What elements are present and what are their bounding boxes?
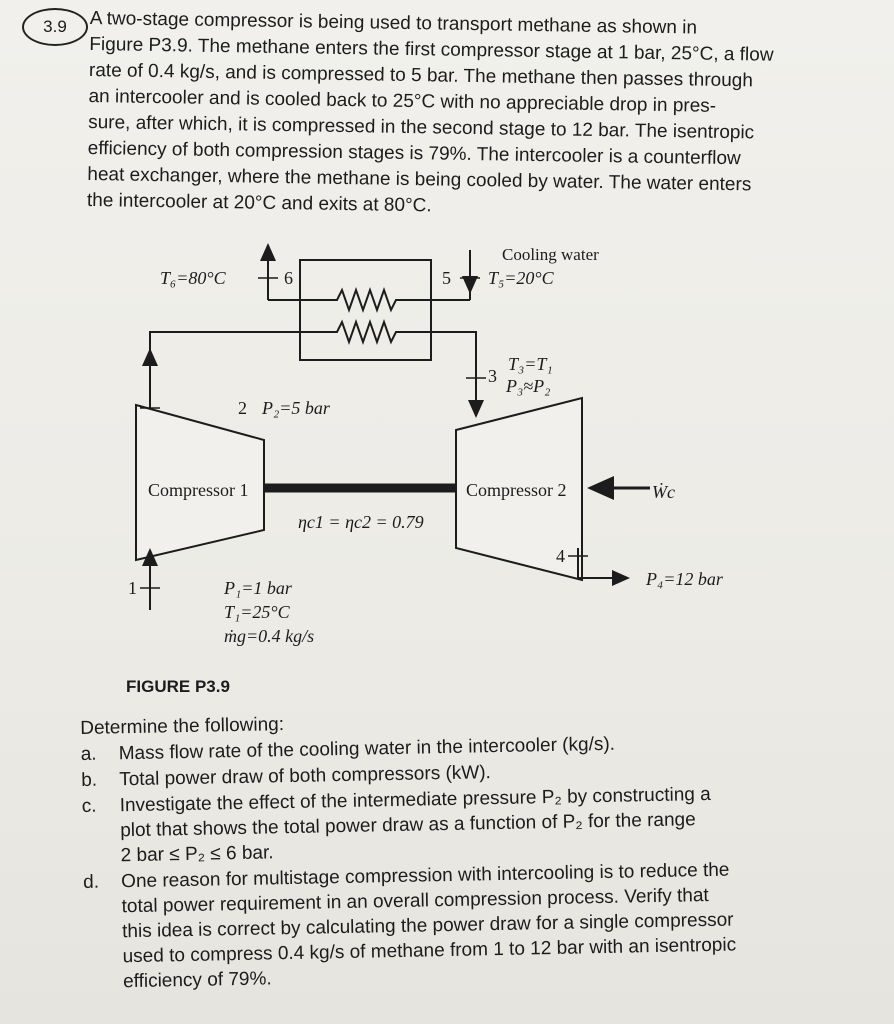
intercooler-box [299,259,432,361]
compressor-diagram: Cooling water T₆=80°C 6 5 T₅=20°C 3 T₃=T… [128,243,724,646]
question-text: Investigate the effect of the intermedia… [119,779,862,868]
methane-pipe-intercooler-to-2 [430,331,484,418]
state-5-number: 5 [442,268,451,288]
state-1-pressure: P₁=1 bar [223,578,293,598]
question-letter: b. [81,769,98,791]
question-item: c. Investigate the effect of the interme… [81,779,862,869]
state-1-number: 1 [128,578,137,598]
question-text: One reason for multistage compression wi… [121,855,865,994]
question-letter: a. [80,743,97,765]
state-2-number: 2 [238,398,247,418]
state-5-temp: T₅=20°C [488,268,555,288]
figure-caption: FIGURE P3.9 [126,677,230,696]
question-letter: c. [81,795,97,817]
state-4-pressure: P₄=12 bar [645,569,724,589]
question-list: Determine the following: a. Mass flow ra… [80,701,865,995]
compressor-2 [455,396,583,582]
state-6-number: 6 [284,268,293,288]
work-label: Ẇc [652,481,675,502]
compressor-1-label: Compressor 1 [148,480,249,500]
problem-number: 3.9 [43,17,67,36]
efficiency-label: ηc1 = ηc2 = 0.79 [298,512,424,532]
compressor-2-label: Compressor 2 [466,480,567,500]
state-3-number: 3 [488,366,497,386]
coil-upper [268,286,470,314]
problem-number-badge: 3.9 [22,8,88,46]
outlet-pipe [577,548,630,586]
state-1-temp: T₁=25°C [224,602,291,622]
state-3-pressure: P₃≈P₂ [505,376,550,396]
problem-statement: A two-stage compressor is being used to … [87,6,835,226]
mass-flow-label: ṁg=0.4 kg/s [224,626,314,646]
compressor-1 [135,403,265,562]
question-letter: d. [82,871,100,893]
question-item: d. One reason for multistage compression… [83,855,865,995]
state-6-temp: T₆=80°C [160,268,227,288]
state-4-number: 4 [556,546,565,566]
coil-lower [268,318,430,346]
state-3-temp: T₃=T₁ [508,354,553,374]
state-2-pressure: P₂=5 bar [261,398,331,418]
cooling-water-label: Cooling water [502,245,599,264]
